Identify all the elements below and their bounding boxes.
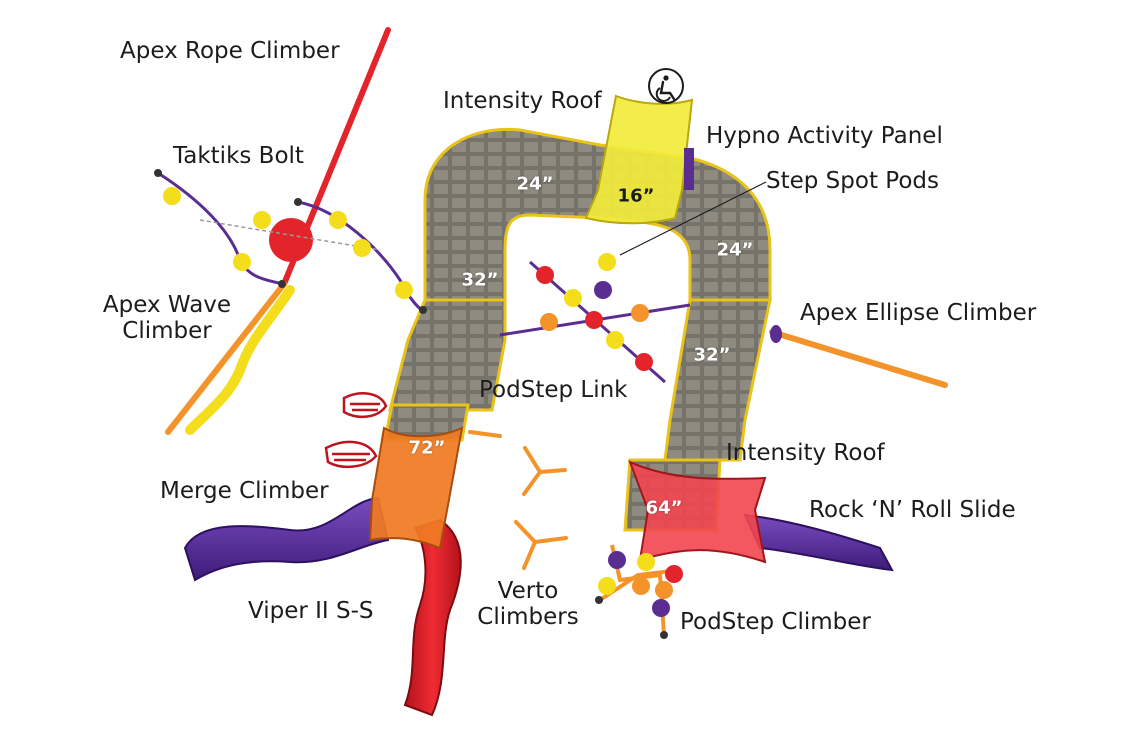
height-deck-right: 32” [693,344,731,366]
taktiks-cable [157,171,283,286]
intensity-roof-top [584,94,694,225]
label-apex-wave-climber-line2: Climber [122,318,212,345]
height-deck-left: 32” [461,269,499,291]
label-hypno-activity-panel: Hypno Activity Panel [706,123,943,149]
label-intensity-roof-bottom: Intensity Roof [726,440,885,466]
deck-left-column [388,298,507,412]
viper-slide-left [183,496,390,582]
label-merge-climber: Merge Climber [160,478,329,504]
label-taktiks-bolt: Taktiks Bolt [173,143,304,169]
label-intensity-roof-top: Intensity Roof [443,88,602,114]
label-verto-climbers-line1: Verto [497,578,559,604]
apex-ellipse-climber [769,329,948,388]
height-deck-bottom-right: 64” [645,497,683,519]
apex-wave-climber [185,285,295,435]
label-apex-wave-climber-line1: Apex Wave [102,292,232,318]
height-deck-bottom-left: 72” [408,437,446,459]
label-apex-ellipse-climber: Apex Ellipse Climber [800,300,1037,326]
rock-n-roll-slide [743,513,894,572]
intensity-roof-orange [368,426,464,550]
verto-climbers [468,430,568,570]
merge-climber [324,392,388,469]
label-apex-wave-climber: Apex Wave Climber [97,292,237,345]
label-podstep-link: PodStep Link [479,377,628,403]
height-deck-top-left: 24” [516,173,554,195]
podstep-climber [595,544,683,639]
deck-right-column [663,298,772,462]
viper-ii-ss-slide [403,518,462,717]
step-spot-pods-leader [619,181,767,256]
hypno-activity-panel [684,148,694,190]
label-verto-climbers: Verto Climbers [463,578,593,631]
step-spot-pod [598,253,616,271]
height-deck-top-roof: 16” [617,185,655,207]
taktiks-bolt [269,218,313,262]
label-step-spot-pods: Step Spot Pods [766,168,939,194]
deck-left-lower [383,403,470,442]
label-viper-ii-ss: Viper II S-S [248,598,374,624]
label-rock-n-roll-slide: Rock ‘N’ Roll Slide [809,497,1016,523]
accessible-wheelchair-icon [648,68,684,104]
label-apex-rope-climber: Apex Rope Climber [120,38,340,64]
intensity-roof-red [628,460,767,564]
label-verto-climbers-line2: Climbers [477,604,579,631]
height-deck-right-corner: 24” [716,239,754,261]
label-podstep-climber: PodStep Climber [680,609,871,635]
